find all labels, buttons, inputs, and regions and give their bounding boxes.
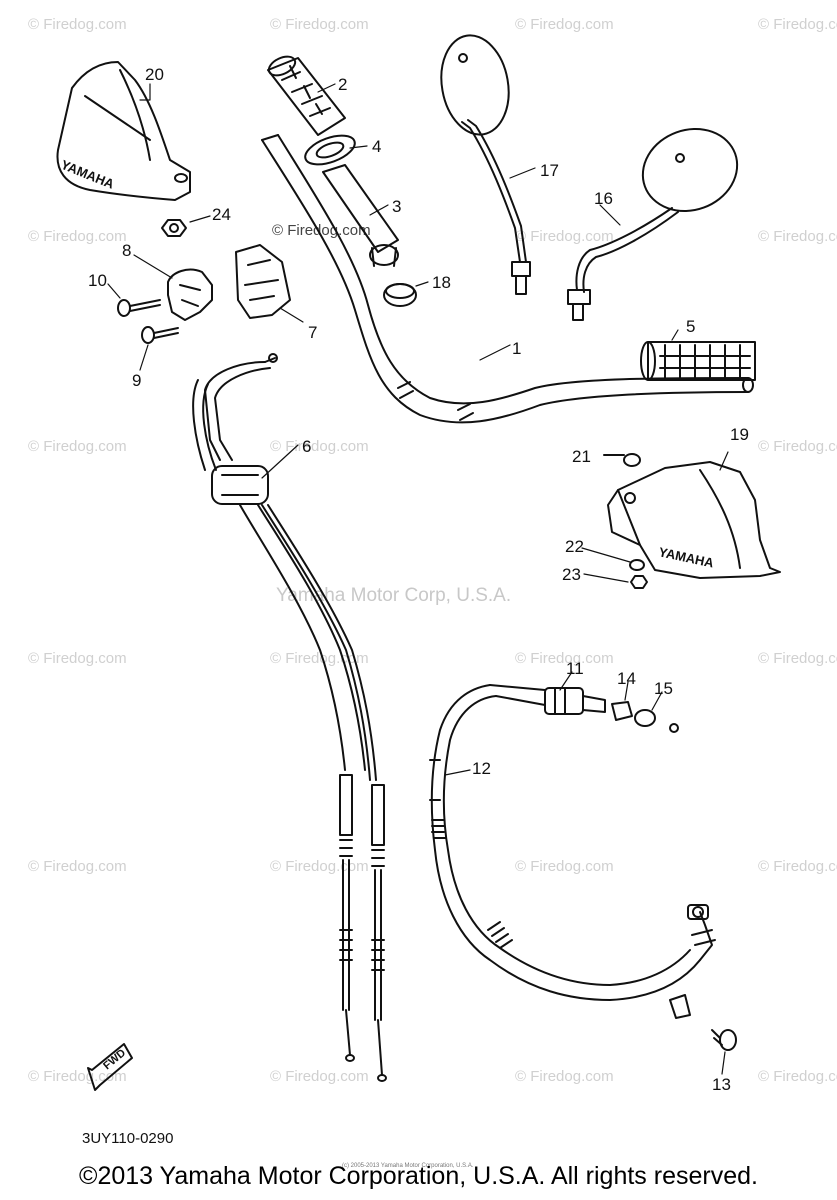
- callout-19: 19: [730, 425, 749, 444]
- watermark: © Firedog.com: [758, 16, 837, 33]
- callout-20: 20: [145, 65, 164, 84]
- callout-17: 17: [540, 161, 559, 180]
- watermark: © Firedog.com: [270, 16, 369, 33]
- center-watermark: Yamaha Motor Corp, U.S.A.: [276, 585, 512, 606]
- fwd-arrow: FWD: [87, 1043, 133, 1091]
- diagram-code: 3UY110-0290: [82, 1130, 174, 1147]
- copyright-notice: ©2013 Yamaha Motor Corporation, U.S.A. A…: [79, 1162, 758, 1190]
- callout-23: 23: [562, 565, 581, 584]
- callout-12: 12: [472, 759, 491, 778]
- watermark: © Firedog.com: [28, 858, 127, 875]
- callout-18: 18: [432, 273, 451, 292]
- watermark: © Firedog.com: [515, 16, 614, 33]
- switch-holder: [167, 268, 213, 321]
- callout-7: 7: [308, 323, 318, 342]
- callout-2: 2: [338, 75, 348, 94]
- watermark: © Firedog.com: [515, 858, 614, 875]
- throttle-housing: [235, 244, 291, 319]
- callout-3: 3: [392, 197, 402, 216]
- watermark: © Firedog.com: [270, 438, 369, 455]
- watermark: © Firedog.com: [28, 16, 127, 33]
- watermark: © Firedog.com: [515, 228, 614, 245]
- watermark: © Firedog.com: [758, 228, 837, 245]
- callout-5: 5: [686, 317, 696, 336]
- callout-11: 11: [566, 659, 584, 678]
- callout-9: 9: [132, 371, 142, 390]
- bolt-21: [603, 453, 641, 467]
- left-grip: [640, 341, 756, 381]
- clutch-cable: [429, 684, 716, 1019]
- callout-14: 14: [617, 669, 636, 688]
- watermark: © Firedog.com: [270, 1068, 369, 1085]
- watermark: © Firedog.com: [28, 1068, 127, 1085]
- callout-8: 8: [122, 241, 132, 260]
- nut-23: [630, 575, 648, 589]
- watermark: © Firedog.com: [758, 438, 837, 455]
- right-mirror: [440, 34, 531, 295]
- watermark: © Firedog.com: [28, 228, 127, 245]
- screw-10: [117, 299, 161, 317]
- callout-13: 13: [712, 1075, 731, 1094]
- callout-16: 16: [594, 189, 613, 208]
- callout-21: 21: [572, 447, 591, 466]
- callout-4: 4: [372, 137, 382, 156]
- throttle-tube: [322, 164, 399, 267]
- nut: [161, 219, 187, 237]
- watermark: © Firedog.com: [515, 650, 614, 667]
- svg-text:YAMAHA: YAMAHA: [657, 544, 715, 570]
- svg-text:FWD: FWD: [101, 1047, 128, 1072]
- grip-collar: [304, 134, 356, 166]
- washer-22: [629, 559, 645, 571]
- svg-text:YAMAHA: YAMAHA: [59, 157, 117, 192]
- callout-6: 6: [302, 437, 312, 456]
- callout-15: 15: [654, 679, 673, 698]
- left-mirror: [567, 127, 739, 321]
- callout-10: 10: [88, 271, 107, 290]
- watermark: © Firedog.com: [758, 858, 837, 875]
- watermark: © Firedog.com: [28, 438, 127, 455]
- bolt-13: [711, 1029, 737, 1051]
- leader-lines: [107, 83, 729, 1075]
- watermark: © Firedog.com: [515, 1068, 614, 1085]
- watermark: © Firedog.com: [758, 650, 837, 667]
- handlebar: [261, 134, 754, 424]
- screw-9: [141, 326, 179, 344]
- throttle-grip: [267, 55, 346, 136]
- watermark: © Firedog.com: [758, 1068, 837, 1085]
- right-handguard: YAMAHA: [56, 61, 191, 201]
- callout-24: 24: [212, 205, 231, 224]
- watermark: © Firedog.com: [272, 222, 371, 239]
- callout-22: 22: [565, 537, 584, 556]
- callout-1: 1: [512, 339, 522, 358]
- watermark: © Firedog.com: [28, 650, 127, 667]
- throttle-cables: [192, 353, 387, 1082]
- fine-print: (c) 2005-2013 Yamaha Motor Corporation, …: [342, 1163, 474, 1169]
- handlebar-ring: [383, 283, 417, 307]
